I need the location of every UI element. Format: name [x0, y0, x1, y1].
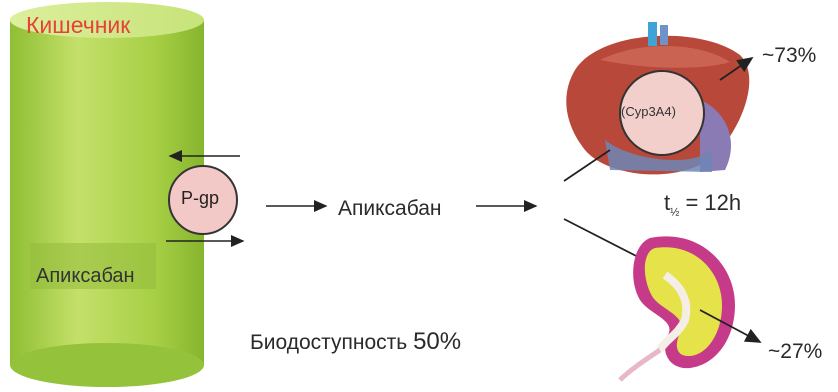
intestine-drug-label: Апиксабан	[36, 265, 135, 288]
kidney-illustration	[564, 219, 760, 380]
drug-label: Апиксабан	[338, 197, 442, 221]
half-life-subscript: ½	[670, 206, 679, 218]
kidney-percent: ~27%	[768, 340, 822, 364]
pgp-label: P-gp	[181, 188, 219, 209]
bioavailability-label: Биодоступность	[250, 331, 407, 354]
liver-in-arrow	[564, 150, 610, 181]
bioavailability-value: 50%	[413, 328, 461, 355]
bioavailability-text: Биодоступность 50%	[250, 328, 461, 356]
liver-percent: ~73%	[762, 44, 816, 68]
intestine-label: Кишечник	[26, 12, 130, 39]
half-life-label: t½ = 12h	[664, 190, 741, 218]
half-life-value: = 12h	[685, 190, 741, 215]
liver-illustration	[564, 22, 752, 181]
cyp3a4-label: (Cyp3A4)	[621, 104, 676, 119]
kidney-in-arrow	[564, 219, 648, 262]
